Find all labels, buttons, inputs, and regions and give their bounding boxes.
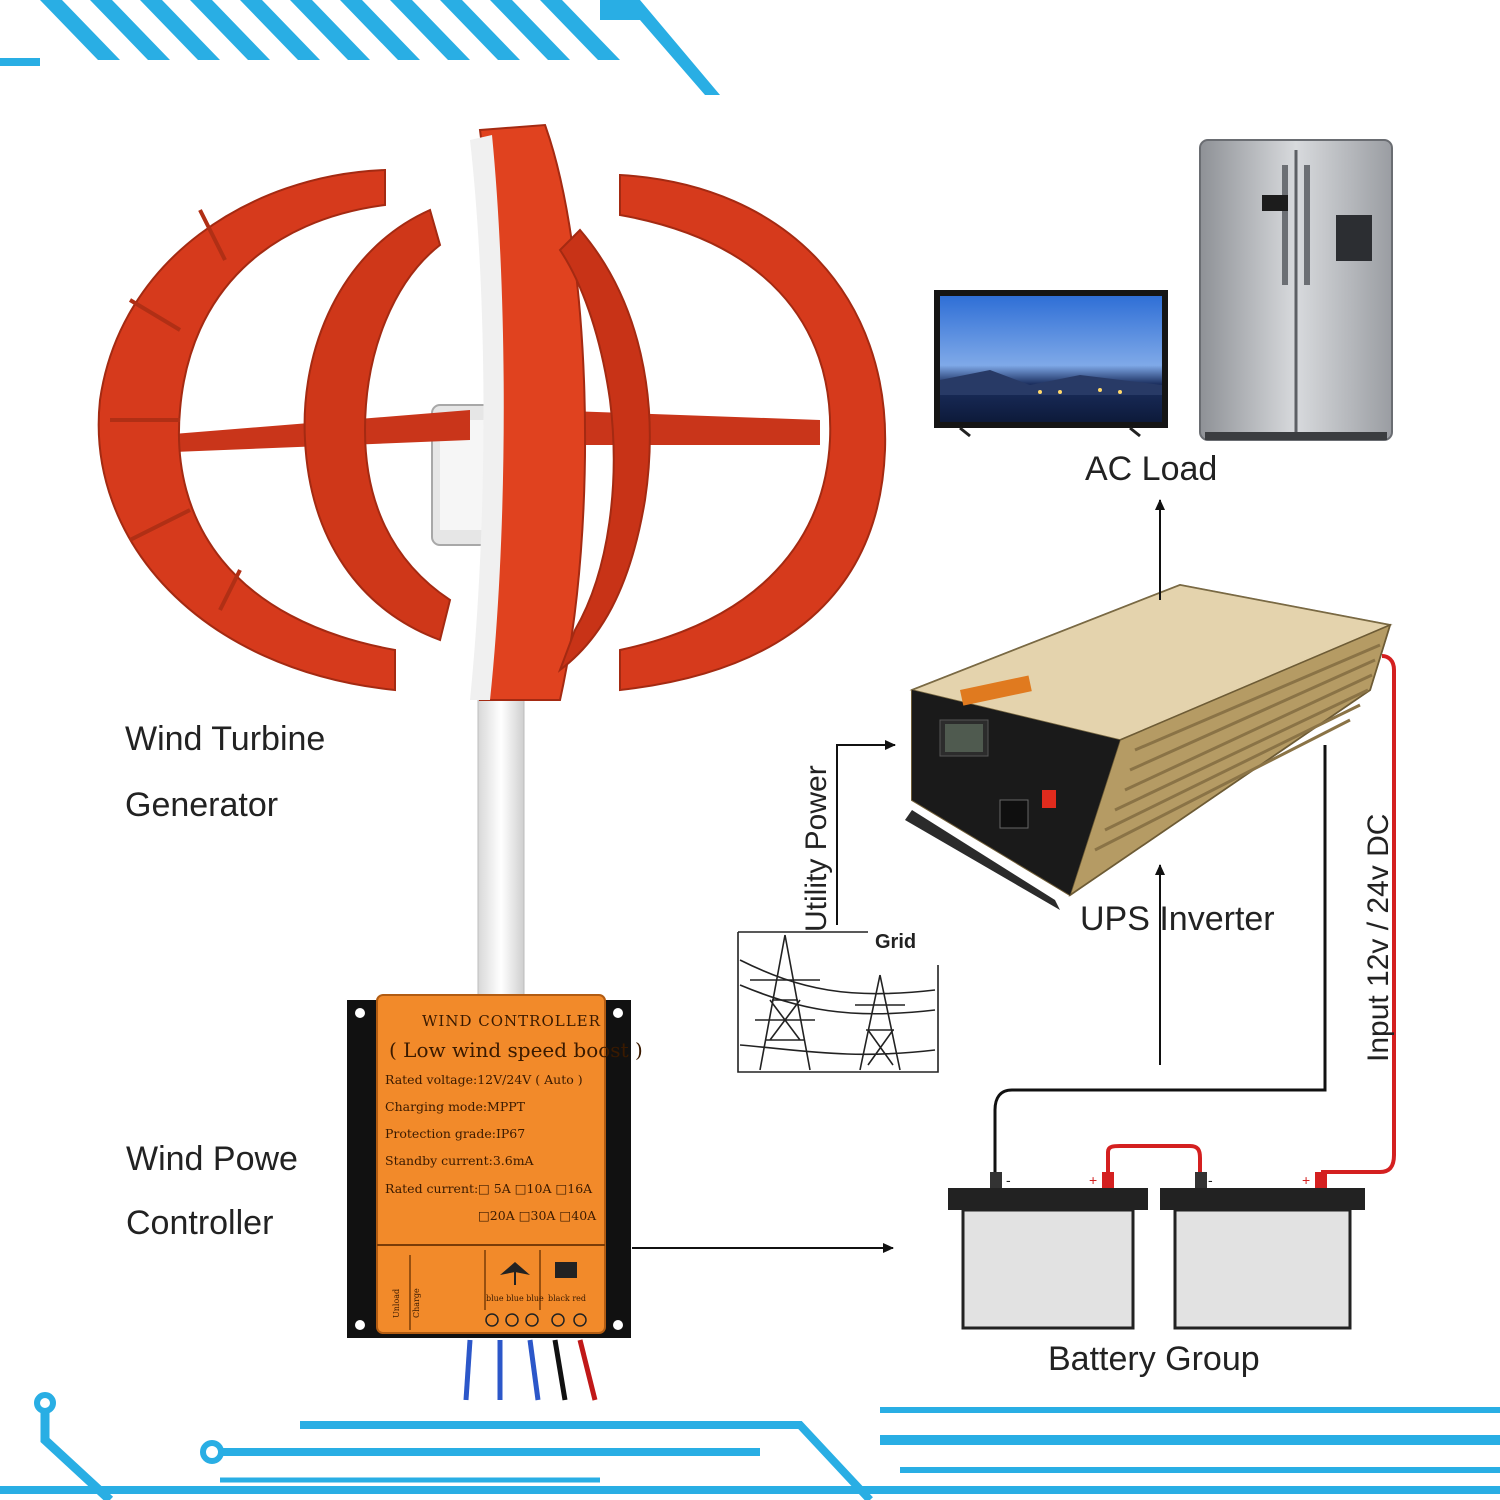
controller-rated-current-label: Rated current: (385, 1181, 479, 1196)
input-dc-label: Input 12v / 24v DC (1362, 813, 1395, 1062)
svg-text:+: + (1089, 1172, 1097, 1188)
fridge-icon (1199, 139, 1393, 441)
wind-controller-label-line1: Wind Powe (126, 1140, 298, 1178)
svg-text:-: - (1208, 1172, 1213, 1188)
controller-unload-label: Unload (392, 1288, 401, 1318)
controller-protection-grade: Protection grade:IP67 (385, 1126, 526, 1141)
ups-inverter-label: UPS Inverter (1080, 900, 1275, 938)
top-stripe-decoration (0, 0, 720, 95)
connection-wires (632, 499, 1396, 1253)
controller-current-options-row1: □ 5A □10A □16A (478, 1181, 593, 1196)
svg-text:-: - (1006, 1172, 1011, 1188)
wind-controller-device (347, 994, 631, 1401)
tv-icon (934, 290, 1168, 438)
controller-title: WIND CONTROLLER (422, 1012, 601, 1030)
controller-charge-label: Charge (412, 1288, 421, 1318)
grid-label: Grid (875, 931, 917, 953)
ac-load-label: AC Load (1085, 450, 1218, 488)
wind-turbine (97, 123, 887, 1001)
wind-turbine-label-line2: Generator (125, 786, 279, 824)
controller-current-options-row2: □20A □30A □40A (478, 1208, 597, 1223)
utility-power-label: Utility Power (800, 765, 833, 932)
controller-charging-mode: Charging mode:MPPT (385, 1099, 526, 1114)
controller-rated-voltage: Rated voltage:12V/24V ( Auto ) (385, 1072, 583, 1087)
grid-tower-illustration (737, 931, 939, 1073)
battery-group-label: Battery Group (1048, 1340, 1260, 1378)
svg-text:+: + (1302, 1172, 1310, 1188)
controller-terminal-labels: blue blue blue (486, 1294, 544, 1303)
controller-subtitle: ( Low wind speed boost ) (389, 1038, 643, 1062)
wind-turbine-label-line1: Wind Turbine (125, 720, 326, 758)
controller-battery-terminal-labels: black red (548, 1294, 586, 1303)
battery-group-illustration: - + - + (948, 1172, 1365, 1330)
controller-standby-current: Standby current:3.6mA (385, 1153, 534, 1168)
wind-controller-label-line2: Controller (126, 1204, 274, 1242)
bottom-circuit-decoration (0, 1392, 1500, 1500)
inverter-device (905, 583, 1393, 910)
